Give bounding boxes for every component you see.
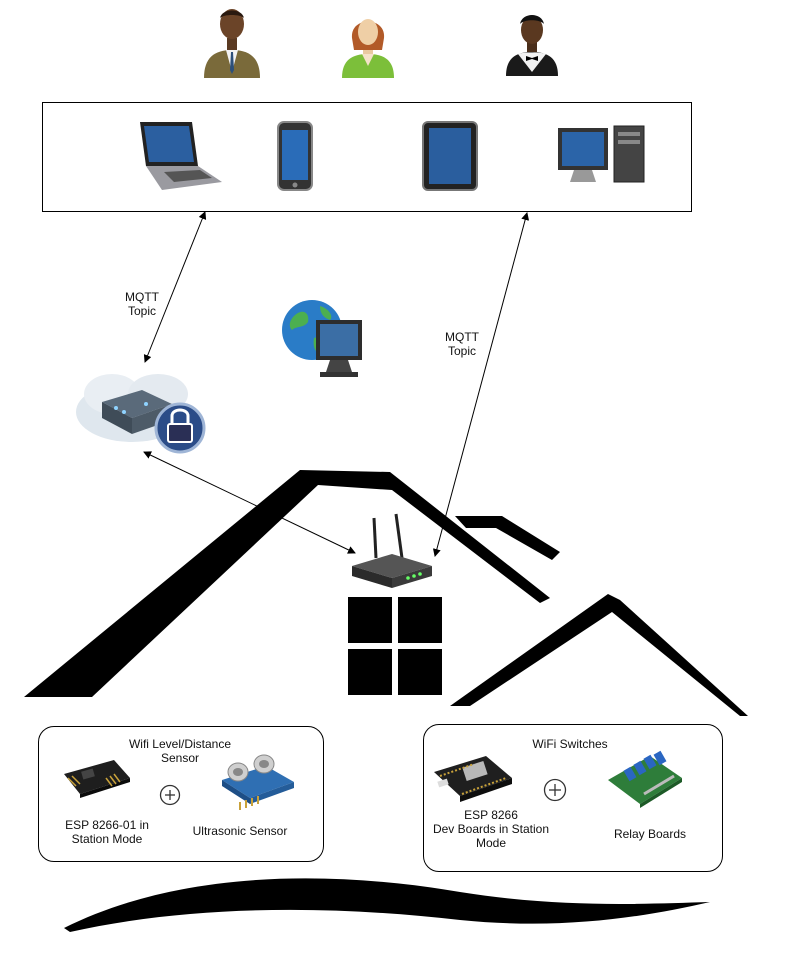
mqtt-topic-label-right: MQTT Topic (432, 330, 492, 358)
label-line: Station Mode (71, 832, 143, 846)
house-roof-main (24, 470, 550, 697)
esp8266-devboard-label: ESP 8266 Dev Boards in Station Mode (426, 808, 556, 850)
wifi-switches-title: WiFi Switches (532, 737, 608, 751)
businesswoman-icon (342, 19, 394, 78)
esp8266-01-icon (64, 760, 130, 798)
relay-board-label: Relay Boards (613, 827, 687, 841)
smartphone-icon (277, 121, 313, 191)
tablet-icon (422, 121, 478, 191)
esp8266-devboard-icon (434, 756, 512, 802)
label-line: ESP 8266 (464, 808, 518, 822)
laptop-icon (140, 122, 222, 190)
arrow-router-to-devices (432, 212, 530, 557)
plus-icon (159, 784, 181, 806)
wifi-switches-box (423, 724, 723, 872)
title-line: Wifi Level/Distance (128, 737, 232, 751)
plus-icon (543, 778, 567, 802)
house-roof-right (450, 594, 748, 716)
mqtt-topic-label-left: MQTT Topic (112, 290, 172, 318)
esp8266-01-label: ESP 8266-01 in Station Mode (52, 818, 162, 846)
label-line: ESP 8266-01 in (65, 818, 149, 832)
secure-cloud-server-icon (76, 374, 206, 454)
label-line: Dev Boards in Station (432, 822, 550, 836)
ultrasonic-sensor-label: Ultrasonic Sensor (192, 824, 288, 838)
arrow-cloud-to-devices (143, 211, 207, 363)
topic-label-line: Topic (447, 344, 476, 358)
businessman-icon (204, 9, 260, 78)
ultrasonic-sensor-icon (222, 754, 294, 810)
arrow-router-to-cloud (143, 451, 356, 554)
internet-globe-icon (282, 300, 362, 377)
title-line: Sensor (160, 751, 200, 765)
desktop-computer-icon (558, 125, 645, 183)
topic-label-line: Topic (127, 304, 156, 318)
relay-board-icon (608, 750, 682, 808)
waiter-icon (506, 15, 558, 76)
wifi-level-sensor-title: Wifi Level/Distance Sensor (90, 737, 270, 765)
wifi-router-icon (352, 513, 432, 588)
ground-swoosh (64, 878, 710, 932)
mqtt-label-line: MQTT (125, 290, 159, 304)
mqtt-label-line: MQTT (445, 330, 479, 344)
window-icon (348, 597, 442, 695)
label-line: Mode (475, 836, 507, 850)
